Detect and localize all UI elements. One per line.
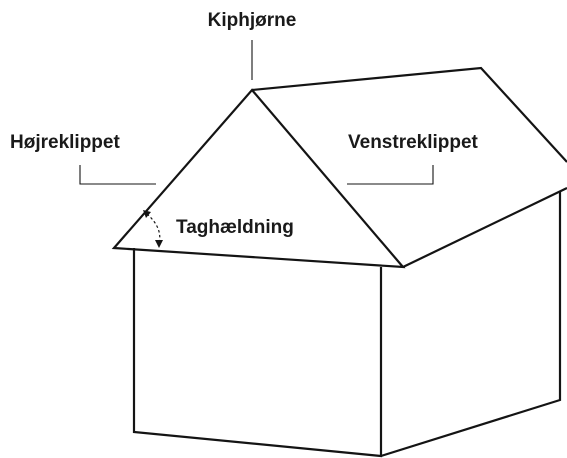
angle-arrow-bottom-icon: [155, 240, 163, 248]
roof-eave-line: [402, 187, 567, 268]
roof-ridge-line: [251, 66, 567, 163]
front-wall: [132, 248, 383, 458]
ridge-label: Kiphjørne: [208, 10, 297, 31]
roof-pitch-angle-arc: [146, 213, 161, 245]
left-verge-label: Venstreklippet: [348, 132, 479, 153]
side-wall: [380, 192, 562, 458]
right-verge-leader-line: [79, 165, 156, 185]
angle-arrow-top-icon: [143, 210, 151, 218]
right-verge-label: Højreklippet: [10, 132, 120, 153]
left-verge-leader-line: [347, 165, 434, 185]
roof-pitch-label: Taghældning: [176, 217, 294, 238]
gable-triangle: [111, 88, 406, 269]
